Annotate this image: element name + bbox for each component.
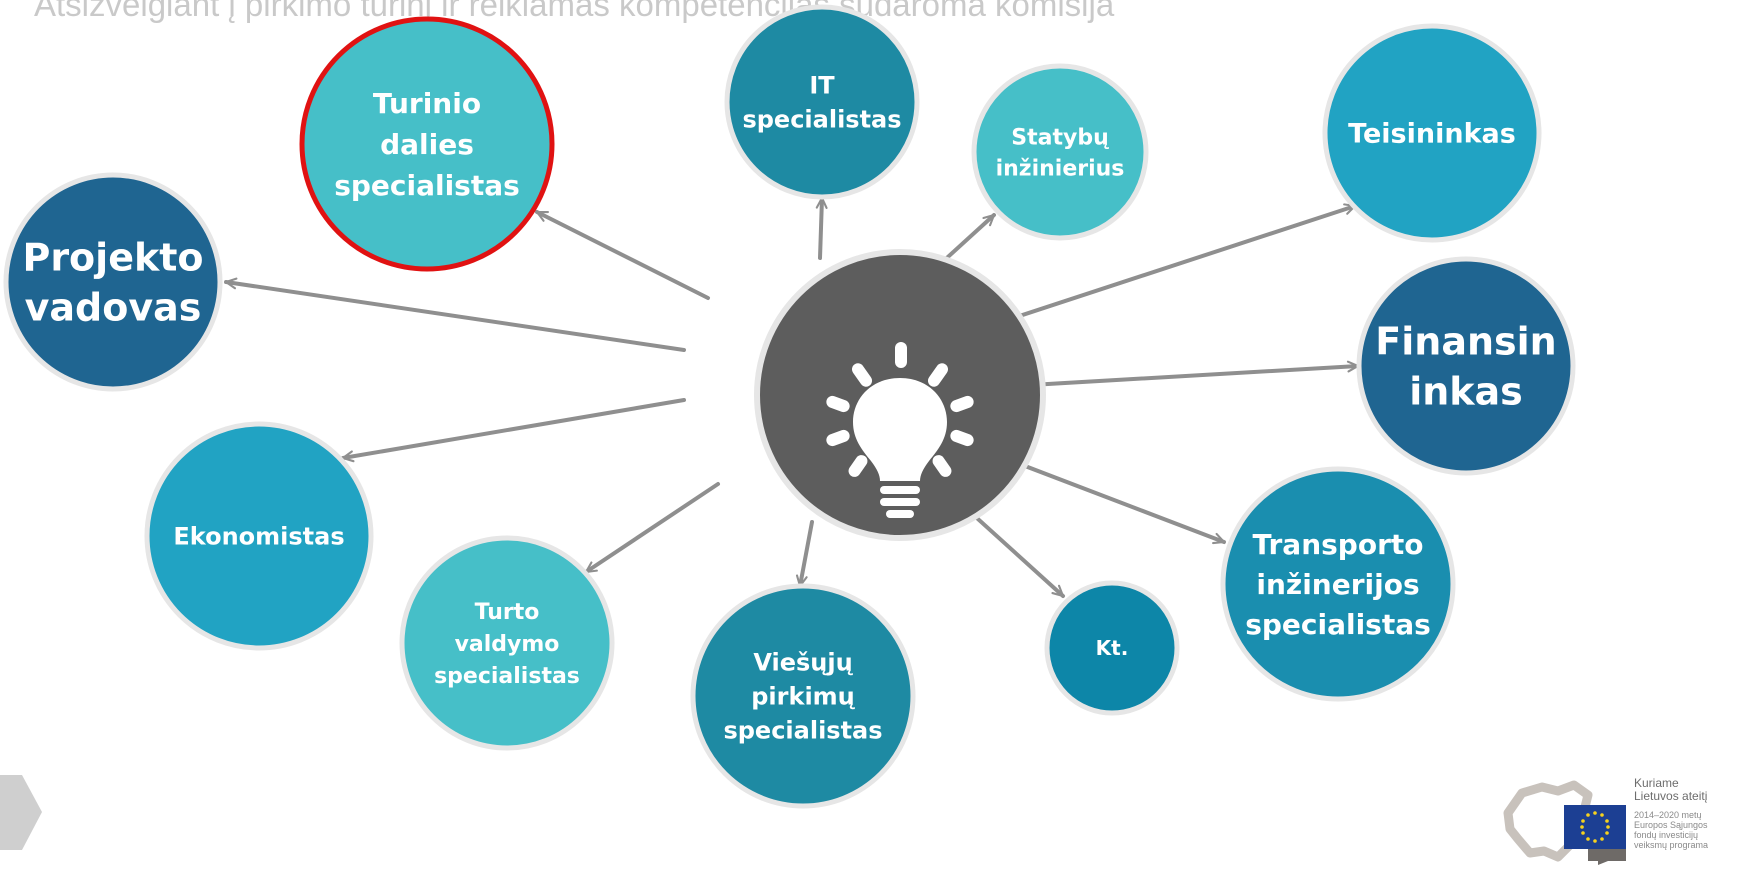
node-circle bbox=[399, 535, 615, 751]
highlighted-node-circle bbox=[299, 16, 555, 272]
arrows-layer bbox=[224, 196, 1360, 598]
node-label-line: Teisininkas bbox=[1348, 119, 1516, 150]
node-label-line: specialistas bbox=[723, 717, 882, 745]
logo-line-4: Europos Sąjungos bbox=[1634, 819, 1708, 830]
nodes-layer: Projekto vadovas Turinio dalies specialistas… bbox=[3, 4, 1576, 809]
node-label-line: dalies bbox=[380, 128, 474, 161]
arrow-to-turinio-dalies-specialistas bbox=[535, 210, 710, 300]
arrow-to-viesuju-pirkimu-specialistas bbox=[795, 520, 814, 588]
node-label-line: Viešųjų bbox=[753, 649, 853, 677]
node-label-line: Transporto bbox=[1252, 528, 1423, 561]
eu-funds-logo: Kuriame Lietuvos ateitį 2014–2020 metų E… bbox=[1500, 775, 1730, 875]
node-viesuju-pirkimu-specialistas: Viešųjų pirkimų specialistas bbox=[690, 583, 916, 809]
node-label-line: Projekto bbox=[22, 236, 203, 280]
node-circle bbox=[1322, 23, 1542, 243]
node-statybu-inzinierius: Statybų inžinierius bbox=[971, 63, 1149, 241]
node-label-line: Ekonomistas bbox=[173, 523, 344, 551]
node-circle bbox=[1356, 256, 1576, 476]
node-ekonomistas: Ekonomistas bbox=[144, 421, 374, 651]
node-projekto-vadovas: Projekto vadovas bbox=[3, 172, 223, 392]
node-label-line: specialistas bbox=[334, 169, 520, 202]
node-circle bbox=[690, 583, 916, 809]
node-label-line: valdymo bbox=[455, 632, 560, 657]
node-kt: Kt. bbox=[1044, 580, 1180, 716]
arrow-to-it-specialistas bbox=[815, 196, 828, 260]
node-label-line: Statybų bbox=[1011, 125, 1109, 150]
node-label-line: specialistas bbox=[742, 106, 901, 134]
logo-line-1: Kuriame bbox=[1634, 776, 1679, 790]
node-circle bbox=[724, 4, 920, 200]
node-label-line: Kt. bbox=[1096, 636, 1129, 660]
node-label-line: inžinierius bbox=[996, 156, 1125, 181]
arrow-to-projekto-vadovas bbox=[224, 277, 686, 352]
node-label-line: inžinerijos bbox=[1256, 568, 1419, 601]
node-turinio-dalies-specialistas: Turinio dalies specialistas bbox=[299, 16, 555, 272]
lightbulb-icon bbox=[826, 342, 974, 518]
arrow-to-ekonomistas bbox=[341, 398, 686, 463]
node-label-line: pirkimų bbox=[751, 683, 855, 711]
node-finansininkas: Finansin inkas bbox=[1356, 256, 1576, 476]
node-teisininkas: Teisininkas bbox=[1322, 23, 1542, 243]
node-label-line: specialistas bbox=[434, 664, 580, 689]
node-it-specialistas: IT specialistas bbox=[724, 4, 920, 200]
logo-line-2: Lietuvos ateitį bbox=[1634, 789, 1708, 804]
logo-line-6: veiksmų programa bbox=[1634, 840, 1709, 851]
node-label-line: Turto bbox=[475, 600, 540, 625]
node-label-line: vadovas bbox=[25, 286, 202, 330]
node-circle bbox=[971, 63, 1149, 241]
arrow-to-turto-valdymo-specialistas bbox=[584, 482, 720, 574]
node-label-line: inkas bbox=[1409, 370, 1523, 414]
node-label-line: Finansin bbox=[1375, 320, 1556, 364]
node-label-line: Turinio bbox=[373, 87, 481, 120]
node-circle bbox=[144, 421, 374, 651]
center-node bbox=[754, 249, 1046, 541]
node-circle bbox=[1044, 580, 1180, 716]
node-circle bbox=[1220, 466, 1456, 702]
logo-line-3: 2014–2020 metų bbox=[1634, 809, 1702, 820]
slide-nav-chevron bbox=[0, 775, 42, 850]
lithuania-map-icon bbox=[1503, 780, 1626, 865]
node-label-line: specialistas bbox=[1245, 608, 1431, 641]
node-turto-valdymo-specialistas: Turto valdymo specialistas bbox=[399, 535, 615, 751]
node-circle bbox=[3, 172, 223, 392]
node-label-line: IT bbox=[809, 72, 835, 100]
node-transporto-inzinerijos-specialistas: Transporto inžinerijos specialistas bbox=[1220, 466, 1456, 702]
logo-line-5: fondų investicijų bbox=[1634, 830, 1699, 841]
